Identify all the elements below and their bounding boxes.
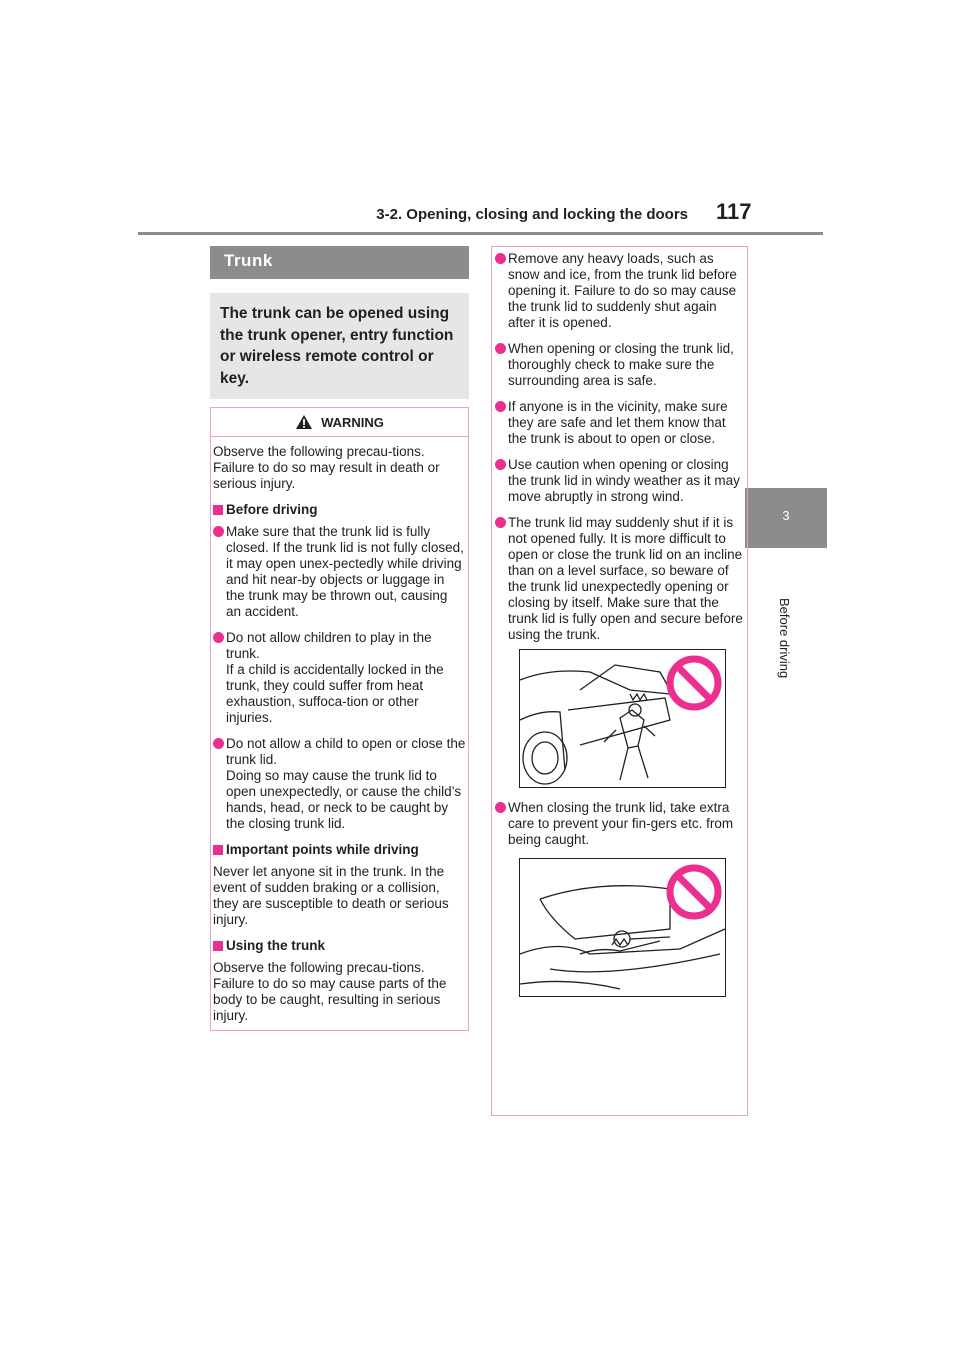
square-bullet-icon bbox=[213, 941, 223, 951]
list-item-text: Doing so may cause the trunk lid to open… bbox=[226, 768, 462, 831]
left-column: Trunk The trunk can be opened using the … bbox=[210, 246, 469, 1031]
paragraph: Observe the following precau-tions. bbox=[213, 960, 425, 975]
section-title: Trunk bbox=[210, 246, 469, 279]
header-divider bbox=[138, 232, 823, 235]
subheading-text: Using the trunk bbox=[226, 938, 326, 953]
list-item: The trunk lid may suddenly shut if it is… bbox=[495, 515, 744, 643]
warning-label: WARNING bbox=[321, 414, 384, 430]
subheading-using-trunk: Using the trunk bbox=[213, 938, 466, 954]
list-item-text: Do not allow children to play in the tru… bbox=[226, 630, 432, 661]
bullet-icon bbox=[213, 738, 224, 749]
list-item-text: The trunk lid may suddenly shut if it is… bbox=[508, 515, 743, 642]
illustration-person-in-trunk bbox=[519, 649, 726, 788]
car-trunk-illustration bbox=[520, 664, 671, 785]
subheading-text: Before driving bbox=[226, 502, 318, 517]
page-header: 3-2. Opening, closing and locking the do… bbox=[0, 0, 960, 240]
bullet-icon bbox=[495, 401, 506, 412]
list-item-text: Make sure that the trunk lid is fully cl… bbox=[226, 524, 464, 619]
bullet-icon bbox=[495, 253, 506, 264]
illustration-fingers-caught bbox=[519, 858, 726, 997]
list-item: If anyone is in the vicinity, make sure … bbox=[495, 399, 744, 447]
bullet-icon bbox=[213, 632, 224, 643]
square-bullet-icon bbox=[213, 845, 223, 855]
chapter-label: Before driving bbox=[777, 598, 792, 679]
list-item-text: If a child is accidentally locked in the… bbox=[226, 662, 444, 725]
page-number: 117 bbox=[716, 199, 752, 224]
list-item: Remove any heavy loads, such as snow and… bbox=[495, 251, 744, 331]
paragraph: Never let anyone sit in the trunk. In th… bbox=[213, 864, 449, 927]
paragraph: Failure to do so may cause parts of the … bbox=[213, 976, 447, 1023]
warning-triangle-icon bbox=[296, 415, 313, 429]
prohibited-icon bbox=[666, 655, 722, 711]
list-item: When closing the trunk lid, take extra c… bbox=[495, 800, 744, 848]
warning-body: Observe the following precau-tions. Fail… bbox=[211, 437, 468, 1030]
list-item: Use caution when opening or closing the … bbox=[495, 457, 744, 505]
warning-box: WARNING Observe the following precau-tio… bbox=[210, 407, 469, 1031]
bullet-icon bbox=[213, 526, 224, 537]
right-column: Remove any heavy loads, such as snow and… bbox=[491, 246, 748, 1116]
subheading-text: Important points while driving bbox=[226, 842, 419, 857]
bullet-icon bbox=[495, 343, 506, 354]
chapter-tab: 3 bbox=[745, 488, 827, 548]
bullet-icon bbox=[495, 802, 506, 813]
list-item-text: Remove any heavy loads, such as snow and… bbox=[508, 251, 737, 330]
list-item: When opening or closing the trunk lid, t… bbox=[495, 341, 744, 389]
trunk-lid-illustration bbox=[520, 885, 725, 990]
bullet-icon bbox=[495, 517, 506, 528]
square-bullet-icon bbox=[213, 505, 223, 515]
list-item-text: When closing the trunk lid, take extra c… bbox=[508, 800, 734, 847]
list-item-text: Use caution when opening or closing the … bbox=[508, 457, 740, 504]
list-item: Do not allow a child to open or close th… bbox=[213, 736, 466, 832]
subheading-before-driving: Before driving bbox=[213, 502, 466, 518]
section-intro: The trunk can be opened using the trunk … bbox=[210, 293, 469, 399]
warning-header: WARNING bbox=[211, 408, 468, 437]
list-item: Make sure that the trunk lid is fully cl… bbox=[213, 524, 466, 620]
warning-lead-2: Failure to do so may result in death or … bbox=[213, 460, 440, 491]
list-item-text: If anyone is in the vicinity, make sure … bbox=[508, 399, 728, 446]
list-item-text: Do not allow a child to open or close th… bbox=[226, 736, 466, 767]
bullet-icon bbox=[495, 459, 506, 470]
section-heading: 3-2. Opening, closing and locking the do… bbox=[376, 206, 688, 223]
warning-lead-1: Observe the following precau-tions. bbox=[213, 444, 425, 459]
prohibited-icon bbox=[666, 864, 722, 920]
list-item-text: When opening or closing the trunk lid, t… bbox=[508, 341, 734, 388]
subheading-important-points: Important points while driving bbox=[213, 842, 466, 858]
list-item: Do not allow children to play in the tru… bbox=[213, 630, 466, 726]
chapter-number: 3 bbox=[782, 508, 790, 523]
